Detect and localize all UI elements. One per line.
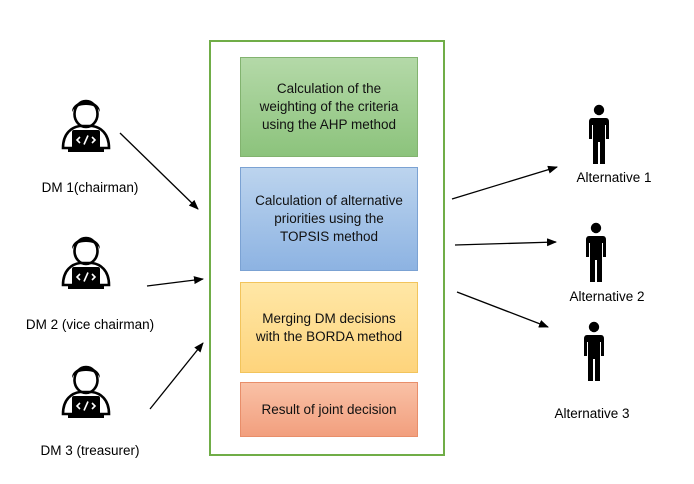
step-topsis-priorities: Calculation of alternative priorities us…	[240, 167, 418, 271]
arrow-process-to-alternative2	[454, 238, 557, 247]
dm1-person-laptop-icon	[61, 99, 111, 154]
alternative1-person-icon	[589, 104, 609, 164]
step-borda-merging: Merging DM decisions with the BORDA meth…	[240, 282, 418, 373]
dm1-label: DM 1(chairman)	[41, 180, 139, 195]
alternative3-label: Alternative 3	[554, 406, 630, 421]
alternative3-person-icon	[584, 321, 604, 381]
step-ahp-weighting: Calculation of the weighting of the crit…	[240, 57, 418, 157]
alternative2-label: Alternative 2	[569, 289, 645, 304]
dm3-label: DM 3 (treasurer)	[40, 443, 140, 458]
arrow-process-to-alternative3	[456, 291, 549, 328]
arrow-dm1-to-process	[119, 132, 199, 210]
step-joint-result: Result of joint decision	[240, 382, 418, 437]
arrow-dm2-to-process	[146, 276, 204, 287]
alternative1-label: Alternative 1	[576, 170, 652, 185]
process-frame	[209, 40, 445, 456]
dm2-label: DM 2 (vice chairman)	[25, 317, 155, 332]
dm3-person-laptop-icon	[61, 365, 111, 420]
arrow-dm3-to-process	[149, 342, 204, 410]
arrow-process-to-alternative1	[451, 165, 558, 200]
dm2-person-laptop-icon	[61, 236, 111, 291]
alternative2-person-icon	[586, 222, 606, 282]
